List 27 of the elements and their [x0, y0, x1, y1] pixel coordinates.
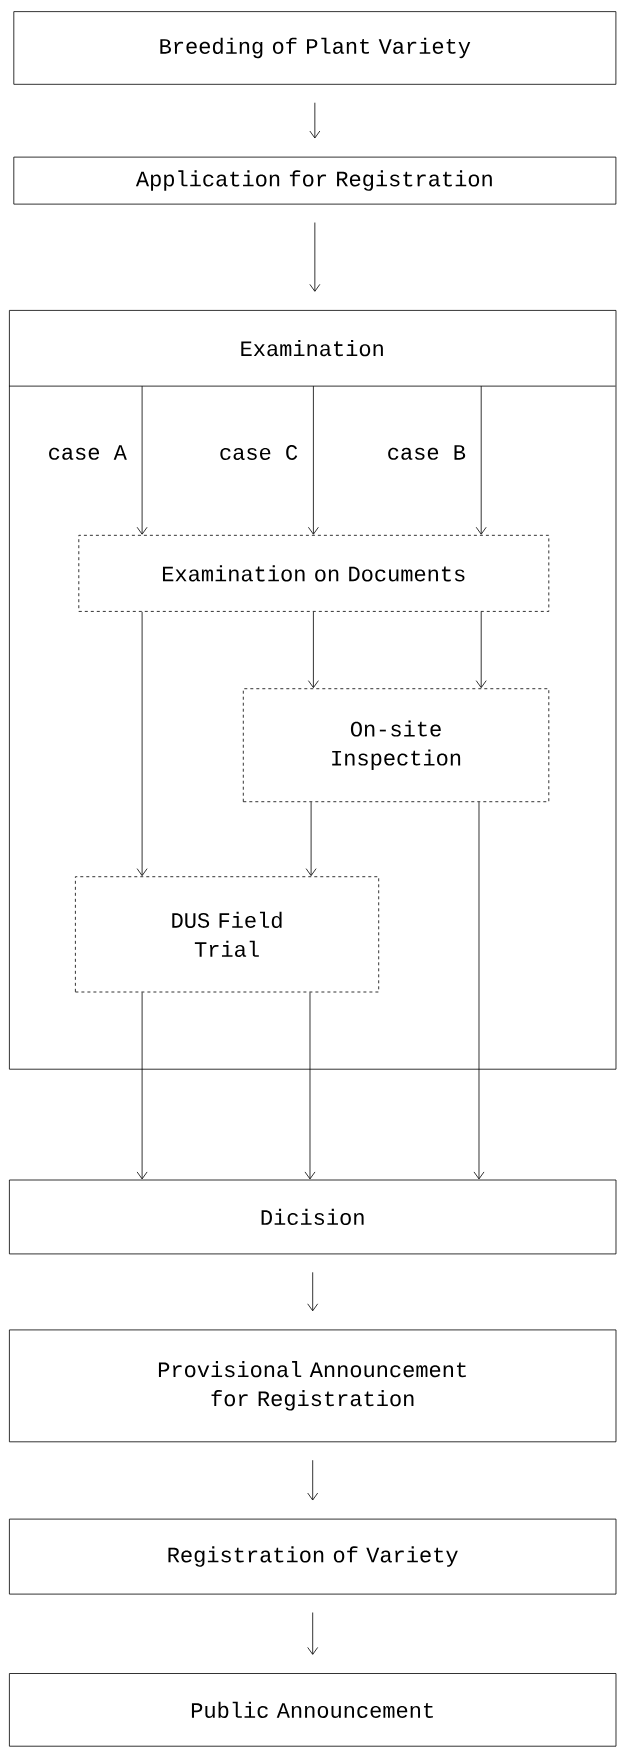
- edge-label: case C: [220, 445, 298, 460]
- edge-label: case A: [49, 445, 127, 460]
- arrow: [473, 801, 485, 1180]
- process-box: Breeding of Plant Variety: [13, 11, 617, 85]
- arrow: [136, 385, 148, 535]
- arrow: [136, 611, 148, 877]
- arrow: [475, 385, 487, 535]
- arrow: [307, 1459, 319, 1501]
- arrow: [475, 611, 487, 689]
- process-box: Public Announcement: [9, 1673, 617, 1747]
- process-box: Provisional Announcement for Registration: [9, 1329, 617, 1443]
- process-box: Registration of Variety: [9, 1518, 617, 1595]
- arrow: [136, 992, 148, 1180]
- process-box: Dicision: [9, 1179, 617, 1255]
- arrow: [307, 1612, 319, 1655]
- dashed-box: Examination on Documents: [78, 534, 550, 612]
- arrow: [305, 801, 317, 877]
- arrow: [309, 102, 321, 139]
- arrow: [308, 611, 319, 689]
- process-box: Application for Registration: [13, 156, 617, 205]
- arrow: [307, 1271, 319, 1312]
- arrow: [304, 992, 316, 1180]
- dashed-box: DUS Field Trial: [75, 876, 380, 993]
- dashed-box: On-site Inspection: [242, 688, 550, 803]
- edge-label: case B: [388, 445, 466, 460]
- arrow: [309, 222, 321, 292]
- arrow: [308, 385, 319, 535]
